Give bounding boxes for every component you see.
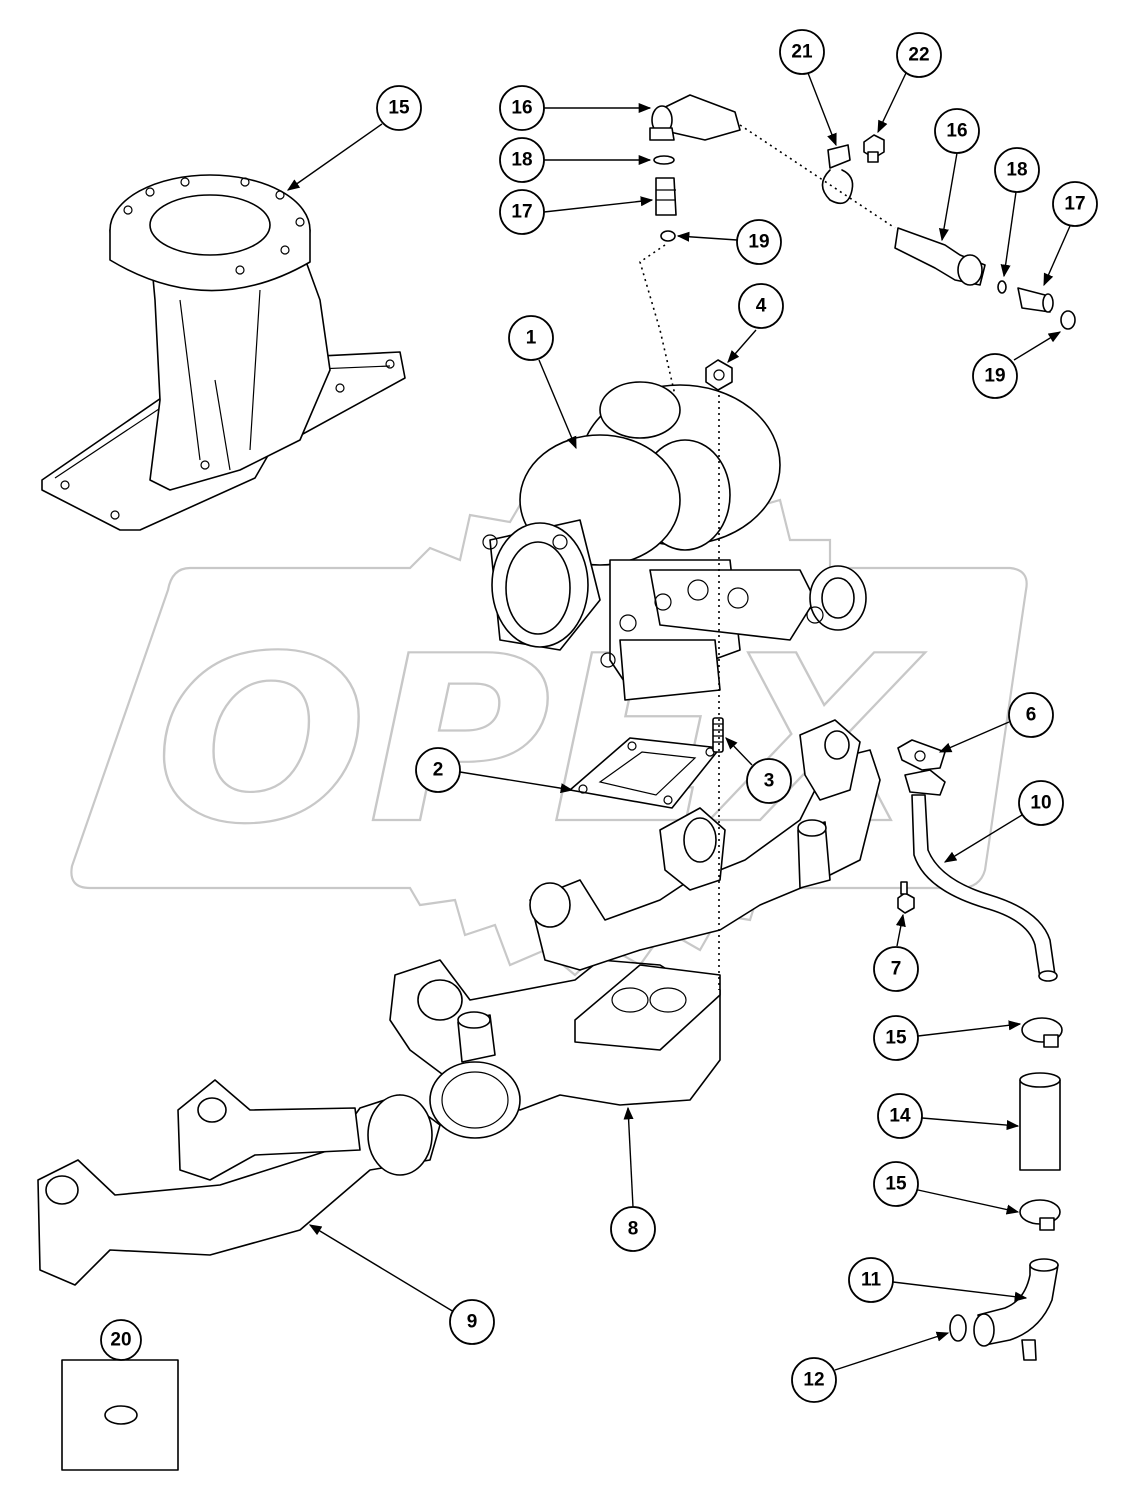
svg-text:8: 8 (628, 1219, 639, 1240)
svg-text:3: 3 (764, 771, 775, 792)
callout-11: 11 (848, 1257, 1028, 1303)
svg-text:18: 18 (1006, 160, 1027, 181)
part-7-bolt (897, 881, 915, 914)
callout-13: 15 (286, 85, 422, 191)
callout-1: 1 (508, 315, 577, 450)
part-4-nut (705, 359, 733, 391)
part-17-adapter-upper (655, 177, 677, 216)
callout-7: 7 (873, 913, 919, 992)
svg-text:15: 15 (388, 98, 410, 119)
part-16-banjo-fitting-upper (649, 94, 741, 141)
callout-21: 21 (779, 29, 837, 147)
svg-text:18: 18 (511, 150, 532, 171)
callout-19b: 19 (972, 331, 1062, 399)
callout-17a: 17 (499, 189, 654, 235)
svg-text:7: 7 (891, 959, 902, 980)
svg-text:15: 15 (885, 1028, 907, 1049)
part-14-hose (1019, 1072, 1061, 1171)
callout-4: 4 (727, 283, 784, 363)
callout-12: 12 (791, 1331, 950, 1403)
svg-text:20: 20 (110, 1330, 131, 1351)
svg-text:14: 14 (889, 1106, 911, 1127)
svg-text:17: 17 (1064, 194, 1085, 215)
callout-22: 22 (877, 32, 942, 134)
callout-8: 8 (610, 1106, 656, 1252)
callout-6: 6 (938, 692, 1054, 753)
callout-17b: 17 (1043, 181, 1098, 287)
svg-text:19: 19 (748, 232, 769, 253)
svg-text:4: 4 (756, 296, 767, 317)
part-15-hose-clamp-upper (1021, 1017, 1063, 1048)
svg-text:21: 21 (791, 42, 813, 63)
svg-text:16: 16 (946, 121, 967, 142)
svg-text:17: 17 (511, 202, 532, 223)
svg-text:22: 22 (908, 45, 929, 66)
part-18-o-ring-lower (997, 280, 1007, 294)
callout-15a: 15 (873, 1015, 1022, 1061)
callout-3: 3 (725, 737, 792, 804)
svg-text:12: 12 (803, 1370, 824, 1391)
callout-16b: 16 (934, 108, 980, 242)
part-20-seal-kit (61, 1359, 179, 1471)
part-6-gasket (897, 739, 946, 771)
callout-16a: 16 (499, 85, 652, 131)
part-3-stud (712, 717, 724, 753)
svg-text:10: 10 (1030, 793, 1051, 814)
part-9-front-manifold (37, 1061, 521, 1286)
assembly-lines (639, 124, 896, 990)
part-16-banjo-fitting-lower (894, 227, 986, 286)
part-15-hose-clamp-lower (1019, 1199, 1061, 1231)
part-17-adapter-lower (1017, 287, 1054, 313)
callout-15b: 15 (873, 1161, 1020, 1215)
part-1-turbocharger (482, 381, 867, 701)
part-21-clip (821, 144, 854, 205)
svg-text:1: 1 (526, 328, 537, 349)
callout-10: 10 (943, 780, 1064, 863)
svg-text:19: 19 (984, 366, 1005, 387)
part-8-exhaust-manifold (389, 719, 881, 1111)
callout-20: 20 (100, 1319, 142, 1361)
part-19-o-ring-upper (660, 230, 676, 242)
callout-9: 9 (308, 1224, 495, 1345)
svg-text:2: 2 (433, 760, 444, 781)
svg-text:6: 6 (1026, 705, 1037, 726)
part-19-o-ring-lower (1060, 310, 1076, 330)
part-10-oil-drain-tube (904, 769, 1058, 982)
callout-2: 2 (415, 747, 574, 794)
part-12-o-ring (949, 1314, 967, 1342)
callout-14: 14 (877, 1093, 1020, 1139)
part-18-o-ring-upper (653, 155, 675, 165)
part-11-elbow-tube (973, 1258, 1059, 1361)
svg-text:15: 15 (885, 1174, 907, 1195)
part-13-exhaust-adapter (41, 174, 406, 531)
callout-18b: 18 (994, 147, 1040, 278)
part-22-bolt (863, 134, 885, 163)
svg-text:16: 16 (511, 98, 532, 119)
svg-text:9: 9 (467, 1312, 478, 1333)
svg-text:11: 11 (861, 1270, 882, 1291)
callout-19a: 19 (676, 219, 782, 265)
callout-18a: 18 (499, 137, 652, 183)
